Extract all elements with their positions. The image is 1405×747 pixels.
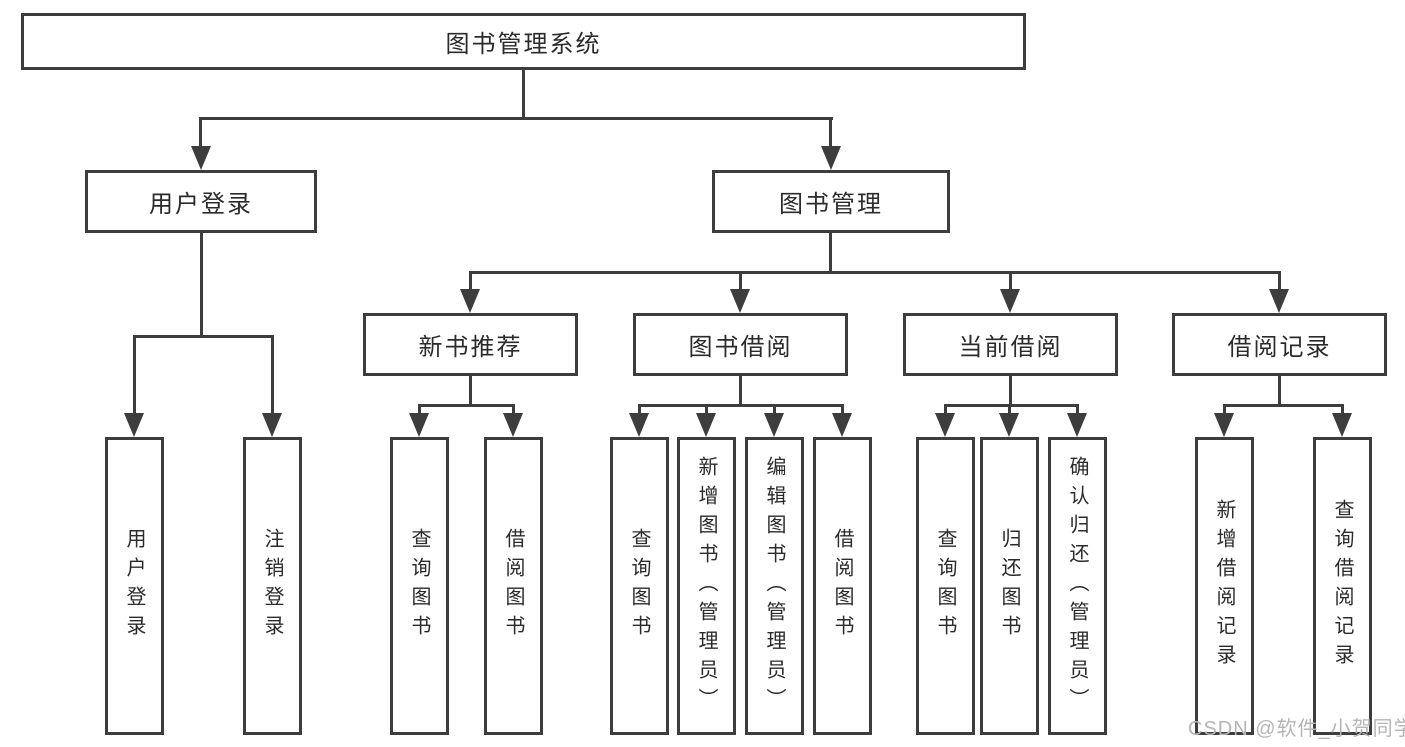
connector-currentborrow-stem bbox=[1009, 376, 1012, 406]
leaf-query-borrow-record: 查询借阅记录 bbox=[1313, 437, 1372, 735]
leaf-borrow-borrow-books-label: 借阅图书 bbox=[831, 528, 853, 644]
leaf-confirm-return-admin-label: 确认归还（管理员） bbox=[1066, 455, 1088, 717]
arrowhead-bb-edit bbox=[764, 413, 784, 437]
csdn-watermark: CSDN @软件_小贺同学 bbox=[1188, 718, 1405, 740]
connector-leaf-logout-stub bbox=[271, 335, 274, 415]
leaf-return-books: 归还图书 bbox=[980, 437, 1039, 735]
connector-leaf-login-stub bbox=[133, 335, 136, 415]
connector-currentborrow-stub bbox=[1009, 271, 1012, 291]
connector-borrowrecords-stub bbox=[1278, 271, 1281, 291]
node-book-borrowing: 图书借阅 bbox=[633, 313, 848, 376]
arrowhead-br-query bbox=[1332, 413, 1352, 437]
leaf-user-login-label: 用户登录 bbox=[123, 528, 145, 644]
leaf-edit-books-admin: 编辑图书（管理员） bbox=[745, 437, 804, 735]
leaf-newbook-borrow-books: 借阅图书 bbox=[484, 437, 543, 735]
connector-userlogin-stem bbox=[200, 233, 203, 337]
leaf-borrow-query-books-label: 查询图书 bbox=[628, 528, 650, 644]
connector-level2-rail bbox=[199, 117, 833, 120]
node-new-book-recommend: 新书推荐 bbox=[363, 313, 578, 376]
arrowhead-leaf-logout bbox=[262, 413, 282, 437]
connector-cb-return-stub bbox=[1008, 404, 1011, 415]
arrowhead-borrowrecords bbox=[1269, 289, 1289, 313]
leaf-add-books-admin-label: 新增图书（管理员） bbox=[695, 455, 717, 717]
connector-nb-query-stub bbox=[418, 404, 421, 415]
connector-bb-edit-stub bbox=[773, 404, 776, 415]
leaf-newbook-query-books: 查询图书 bbox=[390, 437, 449, 735]
leaf-newbook-query-books-label: 查询图书 bbox=[408, 528, 430, 644]
leaf-user-login: 用户登录 bbox=[105, 437, 164, 735]
arrowhead-cb-query bbox=[935, 413, 955, 437]
connector-newbook-rail bbox=[418, 404, 515, 407]
connector-nb-borrow-stub bbox=[512, 404, 515, 415]
leaf-logout-label: 注销登录 bbox=[261, 528, 283, 644]
arrowhead-bookmgmt bbox=[821, 146, 841, 170]
connector-cb-query-stub bbox=[944, 404, 947, 415]
leaf-add-borrow-record-label: 新增借阅记录 bbox=[1213, 499, 1235, 673]
node-library-system: 图书管理系统 bbox=[21, 13, 1026, 70]
leaf-edit-books-admin-label: 编辑图书（管理员） bbox=[763, 455, 785, 717]
connector-cb-confirm-stub bbox=[1076, 404, 1079, 415]
connector-level3-rail bbox=[469, 271, 1281, 274]
connector-bb-query-stub bbox=[638, 404, 641, 415]
connector-newbook-stem bbox=[469, 376, 472, 406]
connector-userlogin-rail bbox=[133, 335, 274, 338]
leaf-query-borrow-record-label: 查询借阅记录 bbox=[1331, 499, 1353, 673]
arrowhead-bb-borrow bbox=[832, 413, 852, 437]
leaf-borrow-borrow-books: 借阅图书 bbox=[813, 437, 872, 735]
leaf-newbook-borrow-books-label: 借阅图书 bbox=[502, 528, 524, 644]
connector-currentborrow-rail bbox=[944, 404, 1079, 407]
node-current-borrowing: 当前借阅 bbox=[903, 313, 1118, 376]
connector-userlogin-stub bbox=[199, 117, 202, 147]
arrowhead-cb-return bbox=[999, 413, 1019, 437]
connector-bb-borrow-stub bbox=[841, 404, 844, 415]
arrowhead-bookborrow bbox=[730, 289, 750, 313]
arrowhead-bb-add bbox=[696, 413, 716, 437]
connector-bb-add-stub bbox=[705, 404, 708, 415]
connector-bookmgmt-stub bbox=[829, 117, 832, 147]
arrowhead-nb-borrow bbox=[503, 413, 523, 437]
leaf-current-query-books-label: 查询图书 bbox=[934, 528, 956, 644]
node-book-management: 图书管理 bbox=[712, 170, 950, 233]
arrowhead-cb-confirm bbox=[1067, 413, 1087, 437]
arrowhead-currentborrow bbox=[1000, 289, 1020, 313]
arrowhead-leaf-login bbox=[124, 413, 144, 437]
arrowhead-userlogin bbox=[191, 146, 211, 170]
connector-bookborrow-stub bbox=[739, 271, 742, 291]
leaf-return-books-label: 归还图书 bbox=[998, 528, 1020, 644]
node-borrowing-records: 借阅记录 bbox=[1172, 313, 1387, 376]
leaf-add-borrow-record: 新增借阅记录 bbox=[1195, 437, 1254, 735]
connector-borrowrecords-stem bbox=[1278, 376, 1281, 406]
arrowhead-bb-query bbox=[629, 413, 649, 437]
connector-bookmgmt-stem bbox=[829, 233, 832, 273]
connector-br-add-stub bbox=[1223, 404, 1226, 415]
connector-borrowrecords-rail bbox=[1223, 404, 1344, 407]
connector-bookborrow-stem bbox=[739, 376, 742, 406]
node-user-login: 用户登录 bbox=[85, 170, 317, 233]
leaf-add-books-admin: 新增图书（管理员） bbox=[677, 437, 736, 735]
arrowhead-newbook bbox=[460, 289, 480, 313]
leaf-logout: 注销登录 bbox=[243, 437, 302, 735]
leaf-confirm-return-admin: 确认归还（管理员） bbox=[1048, 437, 1107, 735]
leaf-borrow-query-books: 查询图书 bbox=[610, 437, 669, 735]
leaf-current-query-books: 查询图书 bbox=[916, 437, 975, 735]
connector-newbook-stub bbox=[469, 271, 472, 291]
connector-br-query-stub bbox=[1341, 404, 1344, 415]
connector-root-stem bbox=[522, 70, 525, 119]
arrowhead-nb-query bbox=[409, 413, 429, 437]
connector-bookborrow-rail bbox=[638, 404, 844, 407]
arrowhead-br-add bbox=[1214, 413, 1234, 437]
